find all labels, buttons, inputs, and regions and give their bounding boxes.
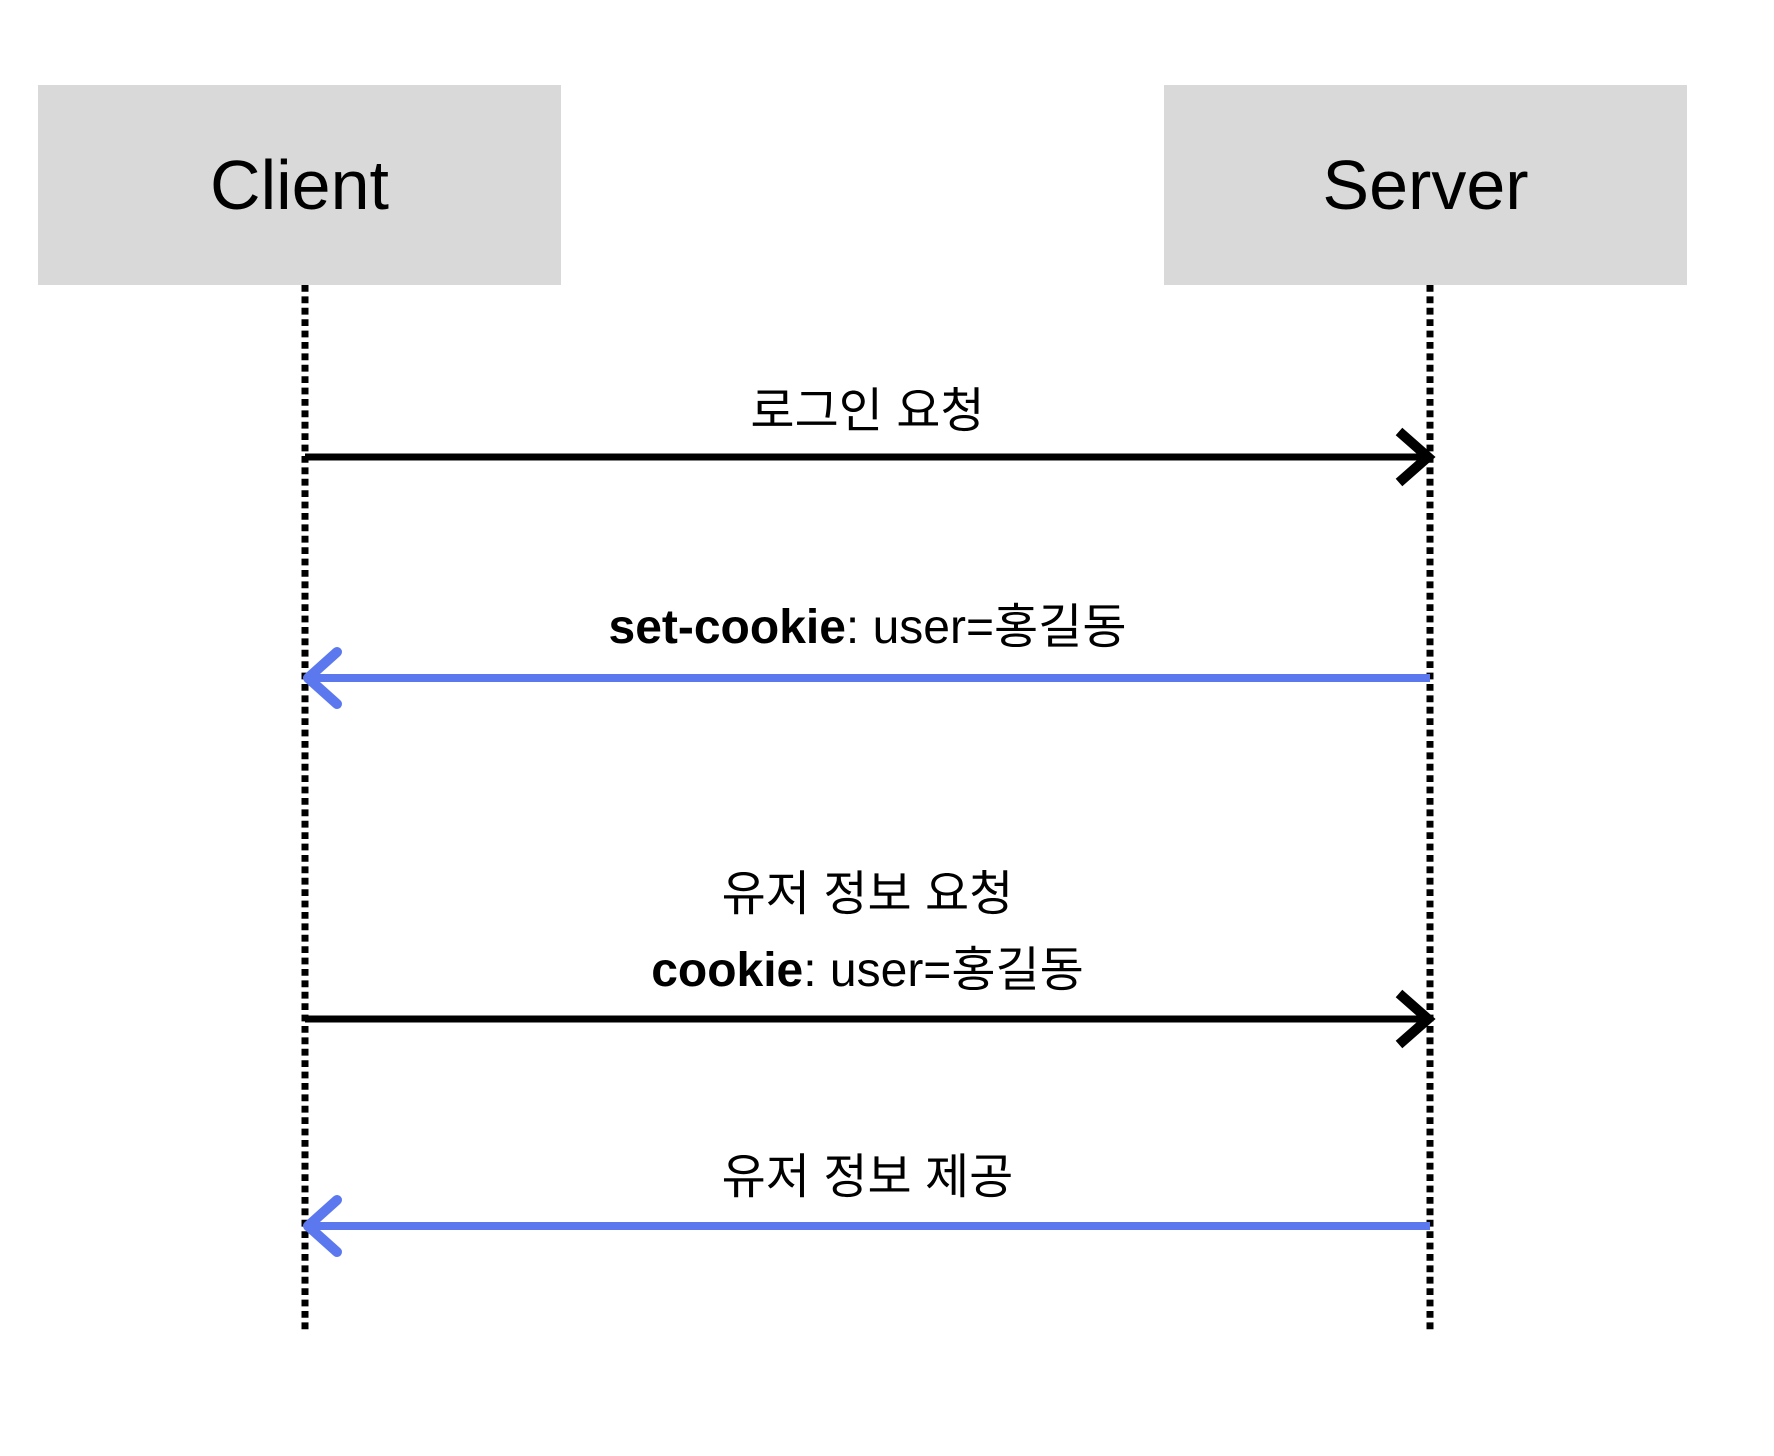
user-info-request-arrow <box>305 989 1436 1049</box>
arrow-head <box>303 1195 342 1257</box>
set-cookie-response-arrow <box>303 647 1430 709</box>
message-label-set-cookie: set-cookie: user=홍길동 <box>305 598 1430 658</box>
message-text: 로그인 요청 <box>750 385 985 438</box>
message-header-name: cookie <box>651 944 804 997</box>
message-header-value: : user=홍길동 <box>803 944 1084 997</box>
arrow-head <box>1395 989 1436 1049</box>
message-header-name: set-cookie <box>608 601 846 654</box>
server-actor-box: Server <box>1164 85 1687 285</box>
message-text: 유저 정보 요청 <box>721 868 1014 921</box>
message-text: 유저 정보 제공 <box>721 1151 1014 1204</box>
message-cookie-line: cookie: user=홍길동 <box>305 933 1430 1009</box>
arrow-head <box>303 647 342 709</box>
arrow-head <box>1395 427 1436 487</box>
server-actor-label: Server <box>1322 146 1529 224</box>
message-label-login-request: 로그인 요청 <box>305 382 1430 442</box>
message-header-value: : user=홍길동 <box>845 601 1127 654</box>
message-label-user-info-response: 유저 정보 제공 <box>305 1148 1430 1208</box>
message-label-user-info-request: 유저 정보 요청 cookie: user=홍길동 <box>305 857 1430 1009</box>
client-actor-label: Client <box>210 146 389 224</box>
client-actor-box: Client <box>38 85 561 285</box>
user-info-response-arrow <box>303 1195 1430 1257</box>
login-request-arrow <box>305 427 1436 487</box>
